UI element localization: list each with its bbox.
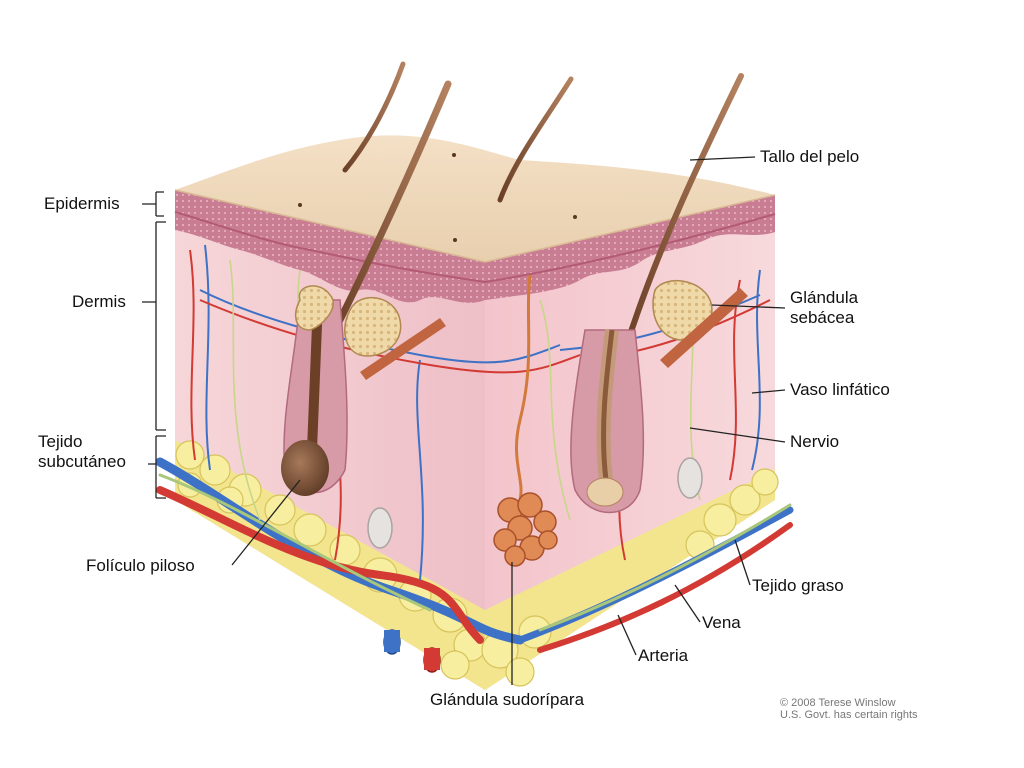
label-hair-shaft: Tallo del pelo <box>760 147 860 166</box>
nerve-corpuscles <box>367 457 703 549</box>
label-sebaceous-gland: Glándula sebácea <box>790 288 859 327</box>
label-subcutaneous: Tejido subcutáneo <box>38 432 126 471</box>
copyright-credit: © 2008 Terese Winslow U.S. Govt. has cer… <box>780 697 918 721</box>
label-nerve: Nervio <box>790 432 840 451</box>
label-vein: Vena <box>702 613 741 632</box>
label-dermis: Dermis <box>72 292 126 311</box>
hair-shafts <box>331 61 744 353</box>
label-artery: Arteria <box>638 646 689 665</box>
hair-follicle-right <box>570 329 645 514</box>
label-fat-tissue: Tejido graso <box>752 576 844 595</box>
label-sweat-gland: Glándula sudorípara <box>430 690 585 709</box>
sebaceous-glands <box>294 280 713 357</box>
label-epidermis: Epidermis <box>44 194 120 213</box>
sweat-gland <box>493 274 558 567</box>
arrector-muscles <box>360 288 748 380</box>
vessel-ends <box>383 629 441 673</box>
main-vessels <box>155 457 794 653</box>
label-lymph-vessel: Vaso linfático <box>790 380 890 399</box>
epidermis-layer <box>174 190 776 303</box>
leader-lines <box>142 156 786 685</box>
label-hair-follicle: Folículo piloso <box>86 556 195 575</box>
